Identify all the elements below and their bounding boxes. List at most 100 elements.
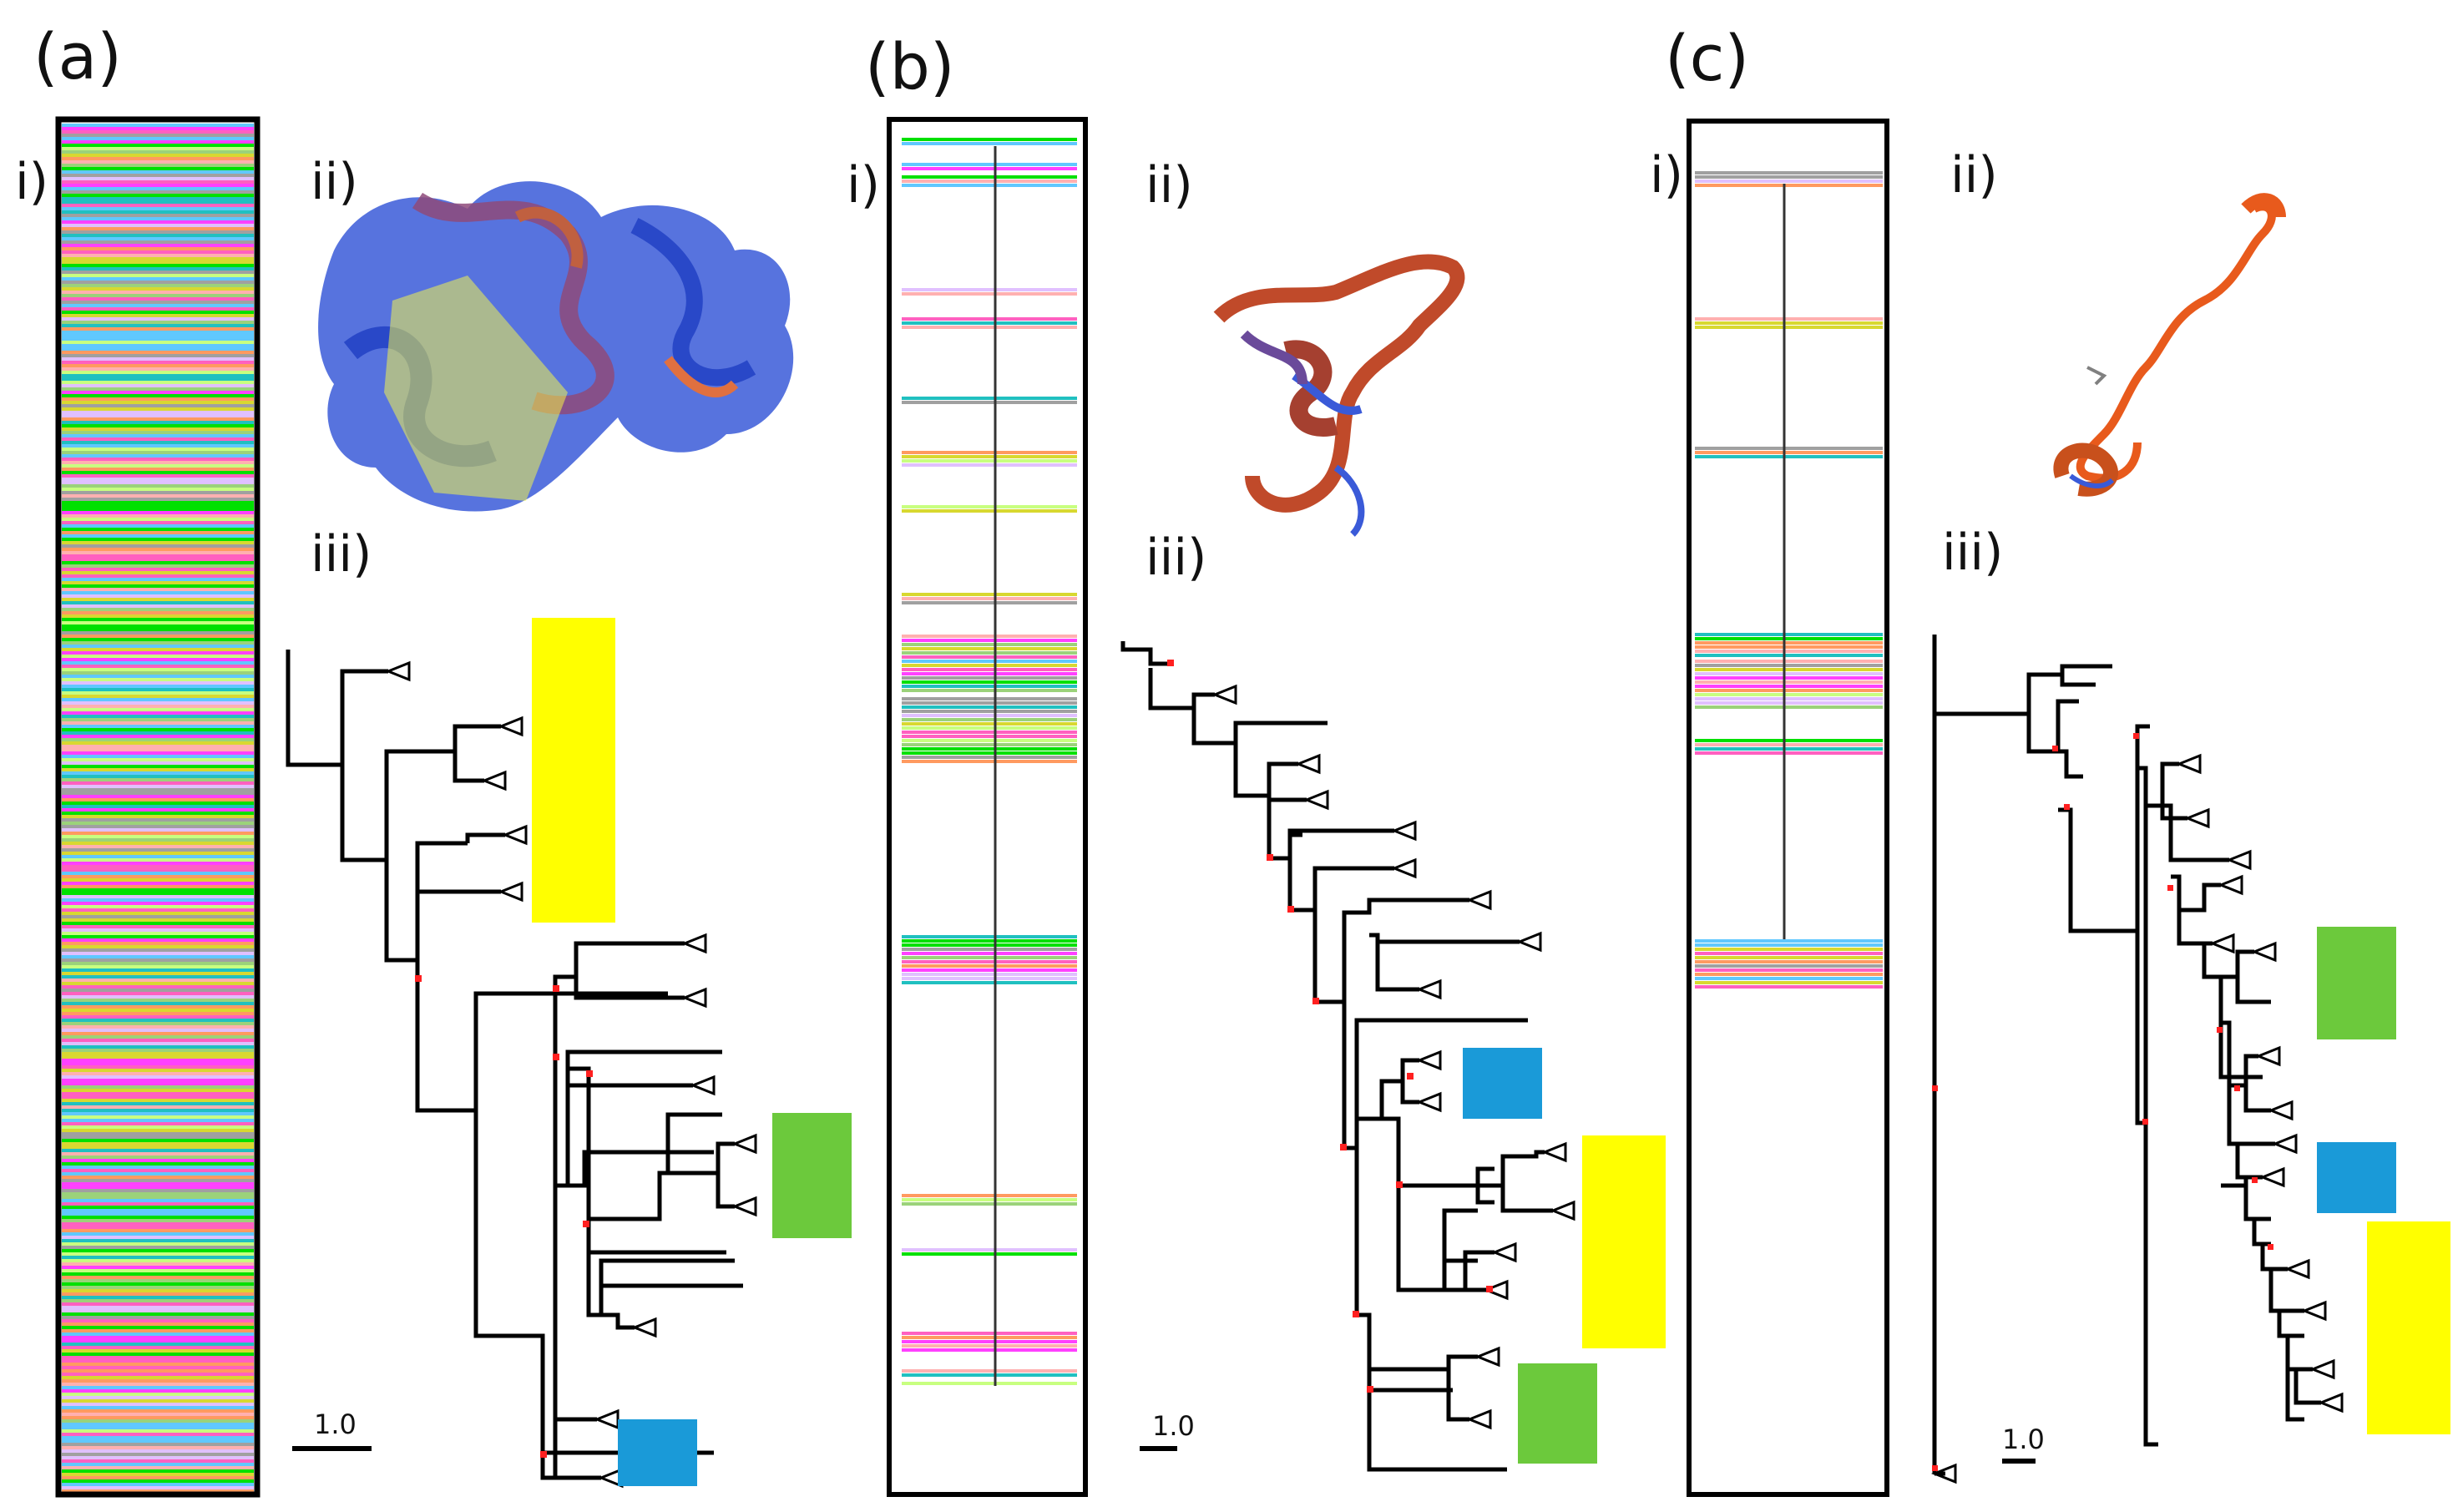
sequence-stripe	[62, 761, 254, 765]
sequence-stripe	[62, 822, 254, 825]
sequence-stripe	[62, 1072, 254, 1075]
sequence-stripe	[62, 648, 254, 651]
sequence-stripe	[62, 571, 254, 574]
sequence-stripe	[62, 912, 254, 915]
sequence-stripe	[1695, 968, 1883, 972]
sequence-stripe	[62, 611, 254, 614]
sequence-stripe	[62, 675, 254, 678]
sequence-stripe	[62, 1423, 254, 1426]
sequence-stripe	[62, 1176, 254, 1179]
sequence-stripe	[62, 938, 254, 942]
sequence-stripe	[62, 364, 254, 367]
sequence-stripe	[902, 643, 1077, 646]
sequence-stripe	[902, 973, 1077, 976]
sequence-stripe	[62, 598, 254, 601]
sequence-stripe	[62, 858, 254, 862]
panel-c-label: (c)	[1665, 21, 1750, 95]
sequence-stripe	[62, 908, 254, 912]
sequence-stripe	[62, 180, 254, 184]
sequence-stripe	[1695, 672, 1883, 675]
sequence-stripe	[902, 751, 1077, 755]
sequence-stripe	[902, 175, 1077, 179]
sequence-stripe	[1695, 739, 1883, 742]
sequence-stripe	[902, 943, 1077, 947]
sequence-stripe	[62, 167, 254, 170]
sequence-stripe	[62, 538, 254, 541]
sequence-stripe	[62, 661, 254, 665]
sequence-stripe	[62, 401, 254, 404]
tree-b-nodes	[1167, 660, 1493, 1393]
sequence-stripe	[62, 1236, 254, 1239]
sequence-stripe	[62, 381, 254, 384]
sequence-stripe	[62, 808, 254, 812]
sequence-stripe	[62, 1189, 254, 1192]
panel-a-label: (a)	[33, 19, 122, 94]
sequence-stripe	[62, 1483, 254, 1486]
panel-a-sub-ii: ii)	[311, 153, 358, 211]
sequence-stripe	[62, 361, 254, 364]
sequence-stripe	[1695, 943, 1883, 947]
sequence-stripe	[62, 892, 254, 895]
sequence-stripe	[62, 825, 254, 828]
sequence-stripe	[62, 1373, 254, 1376]
sequence-stripe	[62, 731, 254, 735]
sequence-stripe	[62, 999, 254, 1002]
sequence-stripe	[62, 1109, 254, 1112]
sequence-stripe	[62, 628, 254, 631]
sequence-stripe	[62, 862, 254, 865]
sequence-stripe	[62, 170, 254, 174]
panel-b-sub-i: i)	[847, 156, 881, 215]
sequence-stripe	[62, 1015, 254, 1019]
sequence-stripe	[902, 1382, 1077, 1385]
sequence-stripe	[1695, 948, 1883, 951]
sequence-stripe	[62, 982, 254, 985]
sequence-stripe	[62, 521, 254, 524]
sequence-stripe	[62, 1429, 254, 1433]
sequence-stripe	[62, 134, 254, 137]
sequence-stripe	[62, 1466, 254, 1469]
sequence-stripe	[62, 374, 254, 377]
sequence-stripe	[62, 574, 254, 578]
sequence-stripe	[62, 1012, 254, 1015]
sequence-stripe	[62, 371, 254, 374]
sequence-stripe	[62, 1353, 254, 1356]
sequence-stripe	[902, 977, 1077, 980]
sequence-stripe	[62, 878, 254, 882]
sequence-stripe	[62, 671, 254, 675]
sequence-stripe	[62, 1343, 254, 1346]
sequence-stripe	[1695, 175, 1883, 179]
sequence-stripe	[62, 1025, 254, 1029]
sequence-stripe	[62, 942, 254, 945]
sequence-stripe	[62, 301, 254, 304]
highlight-green-b	[1518, 1363, 1597, 1464]
sequence-stripe	[62, 234, 254, 237]
sequence-stripe	[62, 1256, 254, 1259]
sequence-stripe	[62, 1166, 254, 1169]
sequence-stripe	[62, 681, 254, 685]
sequence-stripe	[62, 765, 254, 768]
sequence-stripe	[62, 474, 254, 478]
sequence-stripe	[902, 639, 1077, 642]
sequence-stripe	[62, 544, 254, 548]
sequence-stripe	[62, 184, 254, 187]
sequence-stripe	[62, 588, 254, 591]
sequence-stripe	[62, 190, 254, 194]
sequence-stripe	[62, 985, 254, 989]
sequence-stripe	[62, 287, 254, 291]
sequence-stripe	[62, 164, 254, 167]
sequence-stripe	[62, 277, 254, 281]
sequence-stripe	[62, 501, 254, 504]
sequence-stripe	[62, 1383, 254, 1386]
sequence-stripe	[62, 1463, 254, 1466]
highlight-blue-a	[618, 1419, 697, 1486]
sequence-stripe	[62, 1192, 254, 1196]
sequence-stripe	[62, 250, 254, 254]
sequence-stripe	[62, 721, 254, 725]
sequence-stripe	[62, 321, 254, 324]
sequence-stripe	[62, 882, 254, 885]
sequence-stripe	[62, 1332, 254, 1336]
sequence-stripe	[62, 695, 254, 698]
sequence-stripe	[62, 1002, 254, 1005]
sequence-stripe	[62, 498, 254, 501]
